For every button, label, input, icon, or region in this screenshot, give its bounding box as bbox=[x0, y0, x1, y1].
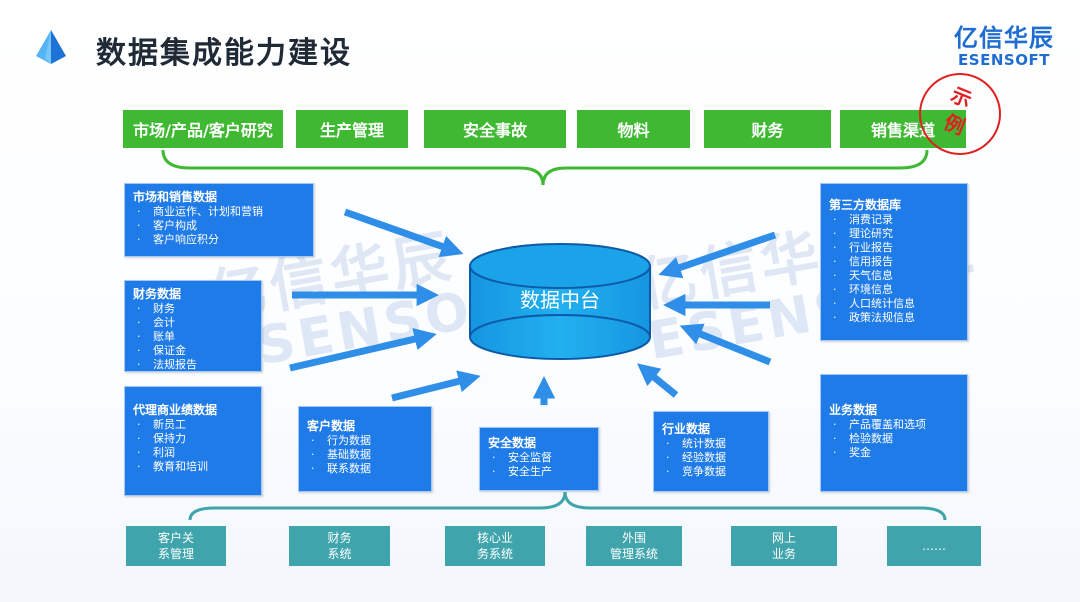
source-box-safety: 安全数据 安全监督 安全生产 bbox=[479, 427, 599, 491]
category-finance: 财务 bbox=[704, 110, 831, 148]
arrow-market bbox=[343, 208, 464, 258]
diamond-logo-icon bbox=[34, 28, 68, 70]
source-item: 客户响应积分 bbox=[133, 233, 305, 247]
source-title: 财务数据 bbox=[133, 287, 182, 301]
system-online: 网上 业务 bbox=[731, 526, 837, 566]
source-item: 经验数据 bbox=[662, 451, 760, 465]
source-item: 保持力 bbox=[133, 432, 253, 446]
source-title: 业务数据 bbox=[829, 403, 878, 417]
system-more: …… bbox=[887, 526, 981, 566]
source-item: 行业报告 bbox=[829, 241, 959, 255]
source-title: 行业数据 bbox=[662, 422, 711, 436]
source-box-business: 业务数据 产品覆盖和选项 检验数据 奖金 bbox=[820, 374, 968, 492]
source-title: 客户数据 bbox=[307, 419, 356, 433]
brand-logo: 亿信华辰 ESENSOFT bbox=[952, 24, 1056, 68]
category-market-research: 市场/产品/客户研究 bbox=[123, 110, 283, 148]
source-item: 人口统计信息 bbox=[829, 297, 959, 311]
source-item: 消费记录 bbox=[829, 213, 959, 227]
source-item: 利润 bbox=[133, 446, 253, 460]
system-core-business: 核心业 务系统 bbox=[445, 526, 545, 566]
arrow-thirdparty bbox=[658, 231, 777, 279]
source-title: 第三方数据库 bbox=[829, 198, 902, 212]
source-item: 基础数据 bbox=[307, 448, 423, 462]
source-item: 理论研究 bbox=[829, 227, 959, 241]
source-box-finance: 财务数据 财务 会计 账单 保证金 法规报告 bbox=[124, 280, 262, 372]
source-item: 客户构成 bbox=[133, 219, 305, 233]
system-peripheral: 外围 管理系统 bbox=[586, 526, 682, 566]
source-item: 奖金 bbox=[829, 446, 959, 460]
brand-name-en: ESENSOFT bbox=[958, 51, 1050, 69]
source-item: 政策法规信息 bbox=[829, 311, 959, 325]
source-item: 法规报告 bbox=[133, 358, 253, 372]
data-hub-cylinder bbox=[469, 243, 651, 360]
source-item: 商业运作、计划和营销 bbox=[133, 205, 305, 219]
source-item: 安全生产 bbox=[488, 465, 590, 479]
source-item: 检验数据 bbox=[829, 432, 959, 446]
source-item: 会计 bbox=[133, 316, 253, 330]
category-safety-incident: 安全事故 bbox=[424, 110, 566, 148]
source-item: 保证金 bbox=[133, 344, 253, 358]
source-item: 竞争数据 bbox=[662, 465, 760, 479]
category-production: 生产管理 bbox=[296, 110, 408, 148]
arrow-finance-lower bbox=[289, 328, 437, 372]
system-finance: 财务 系统 bbox=[289, 526, 390, 566]
brand-name-cn: 亿信华辰 bbox=[954, 24, 1054, 52]
source-item: 统计数据 bbox=[662, 437, 760, 451]
bottom-brace bbox=[188, 491, 947, 521]
arrow-business bbox=[679, 323, 772, 366]
source-item: 财务 bbox=[133, 302, 253, 316]
source-title: 代理商业绩数据 bbox=[133, 403, 218, 417]
source-item: 信用报告 bbox=[829, 255, 959, 269]
system-crm: 客户关 系管理 bbox=[126, 526, 226, 566]
arrow-industry bbox=[637, 363, 679, 398]
category-materials: 物料 bbox=[577, 110, 690, 148]
source-box-thirdparty: 第三方数据库 消费记录 理论研究 行业报告 信用报告 天气信息 环境信息 人口统… bbox=[820, 183, 968, 341]
source-title: 安全数据 bbox=[488, 436, 537, 450]
stamp-char: 例 bbox=[940, 109, 969, 140]
source-title: 市场和销售数据 bbox=[133, 190, 218, 204]
category-sales-channel: 销售渠道 bbox=[840, 110, 966, 148]
source-item: 账单 bbox=[133, 330, 253, 344]
arrow-agency bbox=[391, 370, 481, 402]
source-item: 天气信息 bbox=[829, 269, 959, 283]
source-box-market: 市场和销售数据 商业运作、计划和营销 客户构成 客户响应积分 bbox=[124, 183, 314, 257]
source-box-agency: 代理商业绩数据 新员工 保持力 利润 教育和培训 bbox=[124, 386, 262, 496]
source-item: 产品覆盖和选项 bbox=[829, 418, 959, 432]
source-item: 教育和培训 bbox=[133, 460, 253, 474]
top-brace bbox=[161, 149, 929, 186]
source-item: 行为数据 bbox=[307, 434, 423, 448]
source-box-customer: 客户数据 行为数据 基础数据 联系数据 bbox=[298, 406, 432, 492]
source-item: 新员工 bbox=[133, 418, 253, 432]
source-item: 安全监督 bbox=[488, 451, 590, 465]
page-title: 数据集成能力建设 bbox=[96, 36, 352, 71]
source-box-industry: 行业数据 统计数据 经验数据 竞争数据 bbox=[653, 411, 769, 492]
source-item: 环境信息 bbox=[829, 283, 959, 297]
data-hub-label: 数据中台 bbox=[520, 288, 600, 312]
source-item: 联系数据 bbox=[307, 462, 423, 476]
